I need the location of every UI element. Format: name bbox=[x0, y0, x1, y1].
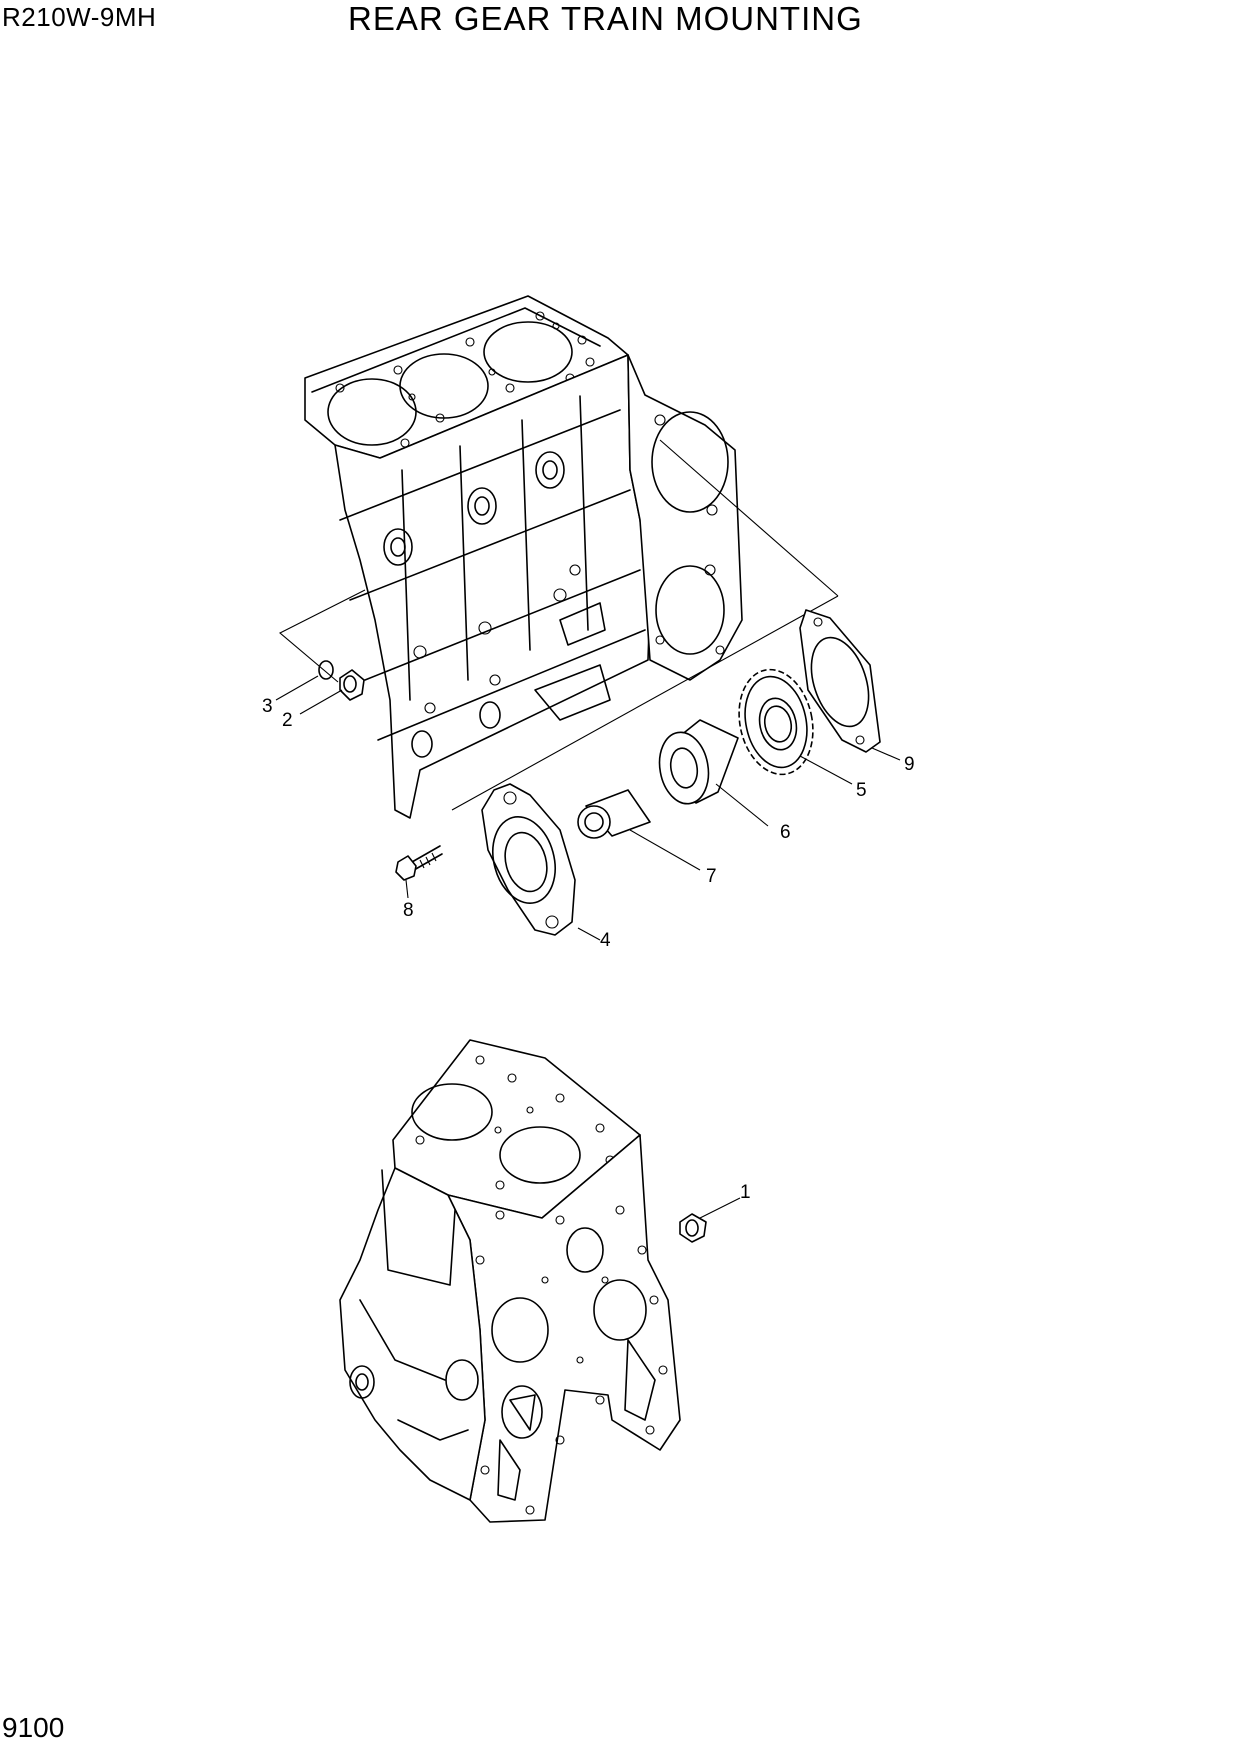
part-5-gear bbox=[738, 668, 814, 776]
callout-labels: 1 2 3 4 5 6 7 8 9 bbox=[262, 696, 915, 1203]
model-code: R210W-9MH bbox=[2, 2, 157, 32]
callout-9: 9 bbox=[904, 754, 915, 775]
engine-block-lower bbox=[339, 1039, 681, 1523]
callout-6: 6 bbox=[780, 822, 791, 843]
part-4-bracket bbox=[481, 783, 576, 936]
engine-block-upper bbox=[279, 295, 839, 819]
part-1-plug bbox=[679, 1213, 707, 1243]
callout-8: 8 bbox=[403, 900, 414, 921]
callout-1: 1 bbox=[740, 1182, 751, 1203]
page-title: REAR GEAR TRAIN MOUNTING bbox=[348, 0, 863, 37]
part-8-bolt bbox=[395, 845, 443, 881]
callout-4: 4 bbox=[600, 930, 611, 951]
callout-2: 2 bbox=[282, 710, 293, 731]
part-2-plug bbox=[339, 669, 365, 701]
callout-leaders bbox=[275, 675, 901, 1219]
part-7-shaft bbox=[577, 789, 651, 839]
callout-7: 7 bbox=[706, 866, 717, 887]
callout-5: 5 bbox=[856, 780, 867, 801]
part-3-oring bbox=[318, 660, 334, 680]
callout-3: 3 bbox=[262, 696, 273, 717]
page-number: 9100 bbox=[2, 1712, 65, 1743]
part-6-sleeve bbox=[658, 719, 739, 805]
part-9-gasket bbox=[799, 609, 881, 753]
